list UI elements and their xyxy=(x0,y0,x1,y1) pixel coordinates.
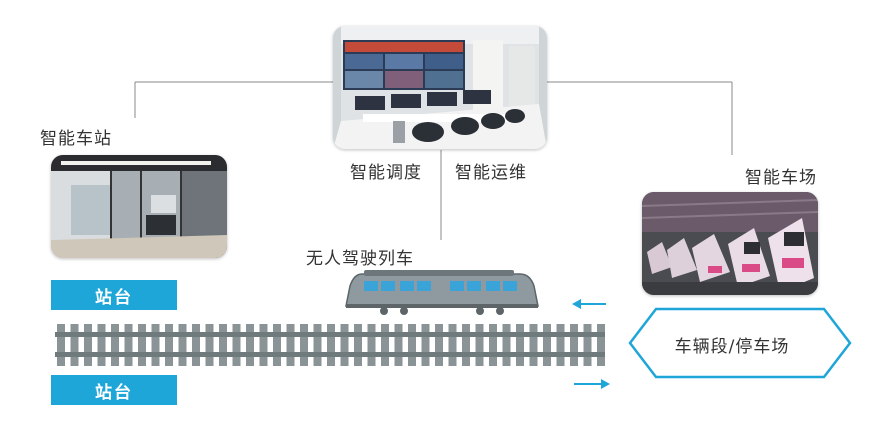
smart-station-label: 智能车站 xyxy=(40,129,112,149)
smart-dispatch-label: 智能调度 xyxy=(350,163,422,183)
track-tie xyxy=(381,324,389,366)
track-tie xyxy=(286,324,295,366)
track-tie xyxy=(570,324,578,366)
track-tie xyxy=(205,324,214,366)
track-tie xyxy=(111,324,119,366)
track-tie xyxy=(70,324,79,366)
platform-top: 站台 xyxy=(51,280,177,310)
track-tie xyxy=(165,324,173,366)
track-tie xyxy=(516,324,524,366)
driverless-train-icon xyxy=(345,270,539,315)
track-tie xyxy=(583,324,592,366)
track-tie xyxy=(232,324,241,366)
track-tie xyxy=(489,324,497,366)
track-tie xyxy=(354,324,362,366)
depot-hexagon-icon xyxy=(628,307,852,379)
track-tie xyxy=(556,324,565,366)
smart-station-photo xyxy=(51,155,227,258)
depot-label: 车辆段/停车场 xyxy=(674,336,790,357)
track-tie xyxy=(475,324,484,366)
track-tie xyxy=(138,324,146,366)
track-tie xyxy=(435,324,443,366)
track-tie xyxy=(192,324,200,366)
track-tie xyxy=(151,324,160,366)
smart-maintenance-label: 智能运维 xyxy=(455,163,527,183)
track-tie xyxy=(178,324,187,366)
track-tie xyxy=(327,324,335,366)
track-tie xyxy=(543,324,551,366)
railway-track xyxy=(55,324,605,366)
track-tie xyxy=(273,324,281,366)
track-tie xyxy=(408,324,416,366)
arrow-right-icon xyxy=(574,379,610,389)
dispatch-center-photo xyxy=(333,26,547,149)
track-tie xyxy=(124,324,133,366)
track-tie xyxy=(97,324,106,366)
arrow-left-icon xyxy=(572,299,606,309)
track-tie xyxy=(259,324,268,366)
track-tie xyxy=(246,324,254,366)
track-tie xyxy=(448,324,457,366)
smart-depot-photo xyxy=(642,192,818,295)
track-tie xyxy=(529,324,538,366)
track-tie xyxy=(421,324,430,366)
track-tie xyxy=(219,324,227,366)
track-tie xyxy=(84,324,92,366)
track-tie xyxy=(462,324,470,366)
track-tie xyxy=(340,324,349,366)
track-tie xyxy=(597,324,605,366)
track-tie xyxy=(57,324,65,366)
track-tie xyxy=(313,324,322,366)
track-tie xyxy=(502,324,511,366)
track-tie xyxy=(300,324,308,366)
track-tie xyxy=(367,324,376,366)
driverless-train-label: 无人驾驶列车 xyxy=(306,249,414,269)
smart-depot-label: 智能车场 xyxy=(745,168,817,188)
track-tie xyxy=(394,324,403,366)
platform-bottom: 站台 xyxy=(51,375,177,405)
